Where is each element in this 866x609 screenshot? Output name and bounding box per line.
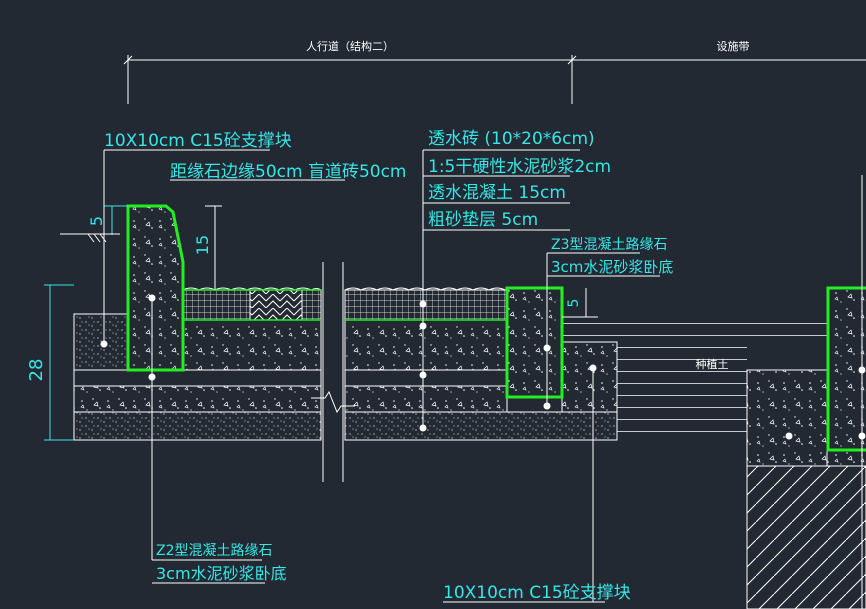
z2-curb-label: Z2型混凝土路缘石 bbox=[156, 543, 273, 559]
coarse-sand-label: 粗砂垫层 5cm bbox=[428, 210, 538, 230]
right-curb-outline bbox=[826, 286, 866, 452]
permeable-brick-label: 透水砖 (10*20*6cm) bbox=[428, 129, 595, 149]
leader-lines bbox=[100, 149, 866, 609]
dimension-5-right-text: 5 bbox=[566, 299, 582, 308]
z2-mortar-label: 3cm水泥砂浆卧底 bbox=[156, 564, 287, 583]
support-block-bottom-label: 10X10cm C15砼支撑块 bbox=[443, 583, 631, 603]
support-block-top-label: 10X10cm C15砼支撑块 bbox=[104, 131, 292, 151]
dimension-15-text: 15 bbox=[193, 235, 212, 255]
z3-curb-label: Z3型混凝土路缘石 bbox=[551, 237, 668, 253]
z2-curb-outline bbox=[126, 204, 185, 372]
z3-curb-outline bbox=[505, 286, 564, 399]
sidewalk-label: 人行道（结构二） bbox=[306, 39, 394, 53]
annotations: 10X10cm C15砼支撑块 距缘石边缘50cm 盲道砖50cm 透水砖 (1… bbox=[104, 129, 673, 603]
dimension-5-left-text: 5 bbox=[87, 216, 106, 226]
dimension-15: 15 bbox=[193, 205, 222, 290]
break-line bbox=[311, 262, 355, 482]
curbs bbox=[126, 204, 866, 452]
planting-soil-label: 种植土 bbox=[696, 357, 729, 371]
dimension-28-text: 28 bbox=[26, 359, 47, 382]
dry-mortar-label: 1:5干硬性水泥砂浆2cm bbox=[428, 157, 611, 177]
top-dimension: 人行道（结构二） 设施带 bbox=[123, 39, 866, 104]
planting-soil: 种植土 bbox=[562, 317, 866, 609]
facility-belt-label: 设施带 bbox=[717, 40, 750, 53]
dimension-28: 28 bbox=[26, 284, 74, 441]
paving-bricks bbox=[182, 287, 508, 321]
z3-mortar-label: 3cm水泥砂浆卧底 bbox=[551, 258, 673, 276]
dimension-5-right: 5 bbox=[562, 288, 598, 318]
curb-widths-label: 距缘石边缘50cm 盲道砖50cm bbox=[170, 162, 406, 182]
pavement-layers-left bbox=[73, 313, 322, 441]
permeable-concrete-label: 透水混凝土 15cm bbox=[428, 183, 566, 203]
dimension-5-left: 5 bbox=[60, 205, 128, 243]
